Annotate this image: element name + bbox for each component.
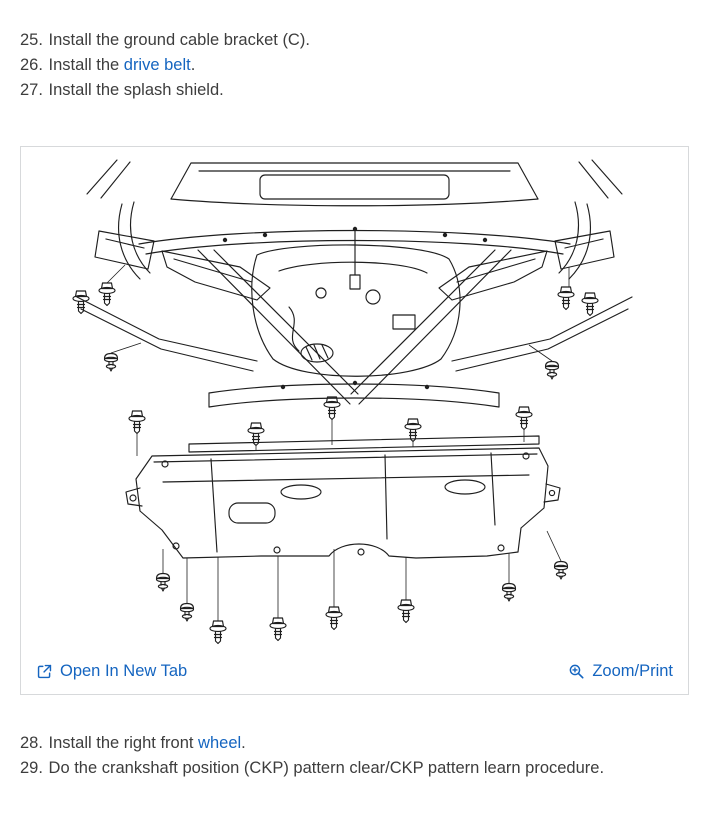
instruction-steps-bottom: 28. Install the right front wheel. 29. Do … (20, 731, 689, 781)
figure-toolbar: Open In New Tab Zoom/Print (21, 648, 688, 694)
repair-instructions-document: 25. Install the ground cable bracket (C).… (20, 28, 689, 781)
step-number: 29. (20, 759, 43, 777)
step-text-post: . (241, 734, 246, 752)
step-29: 29. Do the crankshaft position (CKP) patt… (20, 756, 689, 781)
step-number: 28. (20, 734, 43, 752)
instruction-steps-top: 25. Install the ground cable bracket (C).… (20, 28, 689, 103)
magnifier-plus-icon (569, 664, 584, 679)
step-text: Install the right front (48, 734, 199, 752)
underbody-splash-shield-diagram (21, 147, 688, 648)
step-27: 27. Install the splash shield. (20, 78, 689, 103)
diagram-panel: Open In New Tab Zoom/Print (20, 146, 689, 695)
splash-shield (125, 435, 561, 559)
step-text: Install the ground cable bracket (C). (48, 31, 310, 49)
open-in-new-icon (37, 664, 52, 678)
step-number: 27. (20, 81, 43, 99)
fasteners (72, 282, 599, 645)
step-25: 25. Install the ground cable bracket (C). (20, 28, 689, 53)
drive-belt-link[interactable]: drive belt (123, 56, 191, 74)
fastener-leader-lines (106, 264, 570, 621)
step-number: 26. (20, 56, 43, 74)
step-text-post: . (190, 56, 196, 74)
zoom-print-button[interactable]: Zoom/Print (568, 662, 673, 681)
open-in-new-tab-label: Open In New Tab (60, 661, 188, 680)
engine-assembly (76, 230, 633, 408)
step-number: 25. (20, 31, 43, 49)
step-text: Install the splash shield. (48, 81, 224, 99)
step-26: 26. Install the drive belt. (20, 53, 689, 78)
step-28: 28. Install the right front wheel. (20, 731, 689, 756)
step-text: Do the crankshaft position (CKP) pattern… (48, 759, 605, 777)
technical-drawing (72, 159, 633, 645)
zoom-print-label: Zoom/Print (592, 661, 673, 680)
vehicle-front-structure (86, 159, 623, 405)
wheel-link[interactable]: wheel (198, 734, 242, 752)
open-in-new-tab-button[interactable]: Open In New Tab (36, 662, 187, 681)
step-text: Install the (48, 56, 124, 74)
